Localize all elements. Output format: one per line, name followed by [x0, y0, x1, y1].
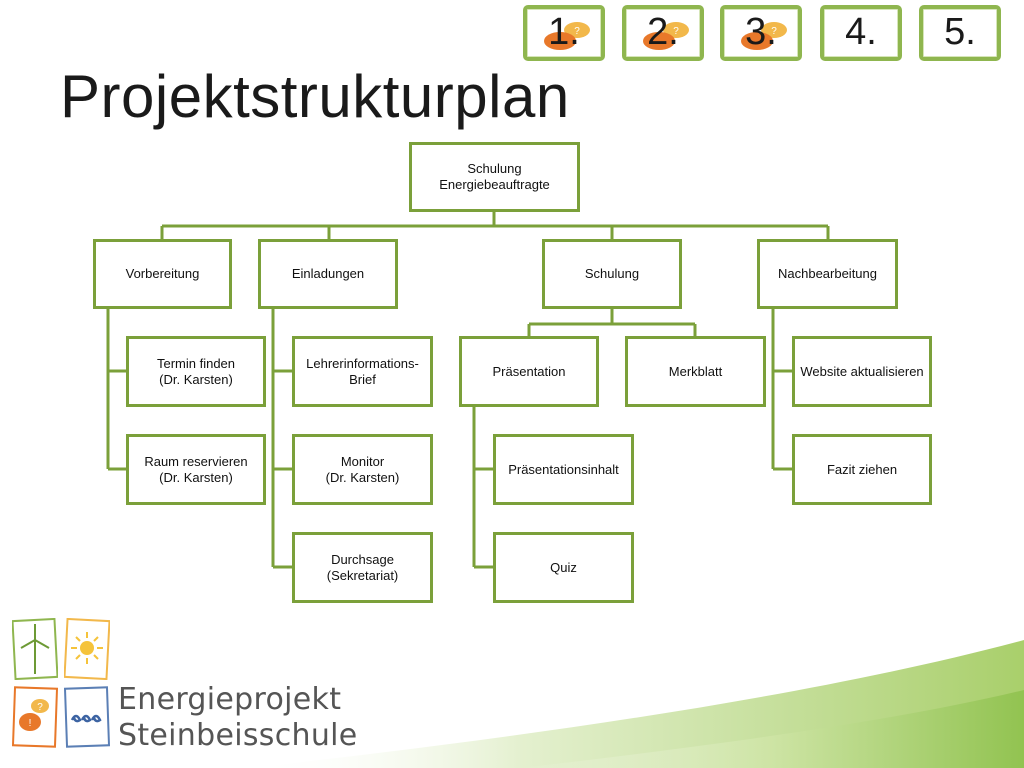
svg-text:!: !: [29, 718, 32, 729]
wbs-website: Website aktualisieren: [792, 336, 932, 407]
wbs-monitor: Monitor (Dr. Karsten): [292, 434, 433, 505]
logo-text-line2: Steinbeisschule: [118, 718, 358, 753]
wbs-nachbearbeitung: Nachbearbeitung: [757, 239, 898, 309]
step-tab-4[interactable]: 4.: [820, 5, 902, 61]
svg-text:?: ?: [574, 26, 580, 37]
wbs-praesentation: Präsentation: [459, 336, 599, 407]
speech-bubbles-icon: ?: [643, 22, 689, 50]
step-tab-5[interactable]: 5.: [919, 5, 1001, 61]
step-label: 2.: [647, 11, 679, 53]
wbs-durchsage: Durchsage (Sekretariat): [292, 532, 433, 603]
wbs-root: Schulung Energiebeauftragte: [409, 142, 580, 212]
step-label: 4.: [845, 11, 877, 53]
wbs-vorbereitung: Vorbereitung: [93, 239, 232, 309]
speech-bubbles-icon: ?: [544, 22, 590, 50]
step-tab-1[interactable]: ? 1.: [523, 5, 605, 61]
wbs-raum: Raum reservieren (Dr. Karsten): [126, 434, 266, 505]
wbs-termin: Termin finden (Dr. Karsten): [126, 336, 266, 407]
speech-bubbles-icon: ?: [741, 22, 787, 50]
wbs-merkblatt: Merkblatt: [625, 336, 766, 407]
speech-bubbles-icon: ? !: [12, 686, 58, 748]
svg-text:?: ?: [37, 702, 43, 713]
svg-text:?: ?: [771, 26, 777, 37]
step-tab-2[interactable]: ? 2.: [622, 5, 704, 61]
wbs-inhalt: Präsentationsinhalt: [493, 434, 634, 505]
sun-icon: [64, 618, 110, 680]
wbs-einladungen: Einladungen: [258, 239, 398, 309]
wbs-quiz: Quiz: [493, 532, 634, 603]
water-waves-icon: [64, 686, 110, 748]
svg-text:?: ?: [673, 26, 679, 37]
wbs-schulung: Schulung: [542, 239, 682, 309]
wbs-lehrer: Lehrerinformations- Brief: [292, 336, 433, 407]
step-tab-3[interactable]: ? 3.: [720, 5, 802, 61]
wbs-fazit: Fazit ziehen: [792, 434, 932, 505]
step-label: 5.: [944, 11, 976, 53]
wind-turbine-icon: [12, 618, 58, 680]
step-label: 1.: [548, 11, 580, 53]
page-title: Projektstrukturplan: [60, 63, 570, 130]
step-label: 3.: [745, 11, 777, 53]
logo-text-line1: Energieprojekt: [118, 682, 342, 717]
